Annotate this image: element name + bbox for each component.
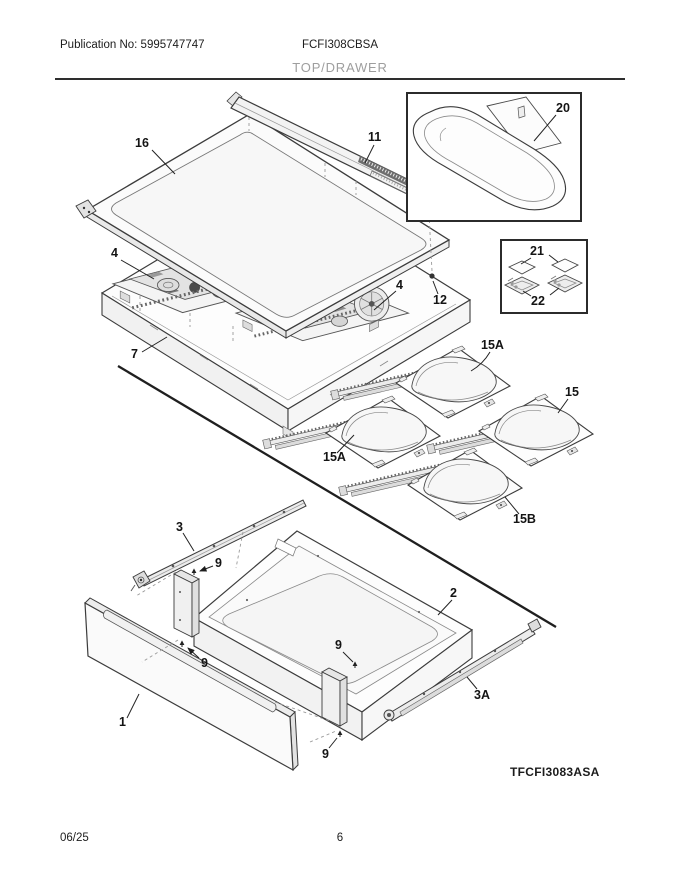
- callout-screw-front-bottom: 9: [322, 747, 329, 761]
- callout-module-right: 4: [396, 278, 403, 292]
- callout-drawer-body: 2: [450, 586, 457, 600]
- callout-screw-rail-top: 9: [215, 556, 222, 570]
- callout-drawer-front-panel: 1: [119, 715, 126, 729]
- insulator-top: [395, 345, 511, 419]
- callout-base-pan: 7: [131, 347, 138, 361]
- callout-burner-cap: 22: [531, 294, 545, 308]
- callout-rear-trim: 11: [368, 130, 381, 144]
- publication-number: Publication No: 5995747747: [60, 39, 205, 51]
- callout-module-left: 4: [111, 246, 118, 260]
- callout-screw-maintop: 12: [433, 293, 447, 307]
- drawing-code: TFCFI3083ASA: [510, 765, 600, 779]
- callout-drawer-rail-left: 3: [176, 520, 183, 534]
- burner-cap-left: [503, 276, 541, 295]
- callout-insulator-left: 15A: [323, 450, 346, 464]
- glass-maintop: [75, 113, 451, 339]
- callout-insulator-top: 15A: [481, 338, 504, 352]
- callout-screw-body-right: 9: [335, 638, 342, 652]
- drawer-body: [173, 530, 474, 742]
- simmer-plate-right: [550, 258, 580, 273]
- section-title: TOP/DRAWER: [292, 60, 388, 75]
- screw-rail-top-glyph: [191, 567, 197, 576]
- callout-insulator-bottom: 15B: [513, 512, 536, 526]
- model-number: FCFI308CBSA: [301, 39, 379, 51]
- footer-page-number: 6: [336, 832, 344, 844]
- drawer-front-panel: [84, 597, 299, 772]
- simmer-plate-left: [507, 260, 537, 275]
- burner-cap-right: [546, 274, 584, 293]
- griddle-inset-box: [406, 92, 582, 222]
- callout-glass-maintop: 16: [135, 136, 149, 150]
- drawer-rail-left: [130, 499, 307, 592]
- callout-drawer-rail-right: 3A: [474, 688, 490, 702]
- screw-maintop: [428, 213, 435, 279]
- insulator-bottom: [407, 447, 523, 521]
- insulator-right: [478, 393, 594, 467]
- footer-date: 06/25: [60, 832, 89, 844]
- callout-screw-front-left: 9: [201, 656, 208, 670]
- caps-inset-box: [500, 239, 588, 314]
- drawer-rail-right: [383, 618, 542, 722]
- callout-griddle-inset: 20: [556, 101, 570, 115]
- screw-front-left-glyph: [179, 639, 185, 648]
- callout-simmer-plate: 21: [530, 244, 544, 258]
- leader-lines: [120, 114, 569, 749]
- screw-front-bottom-glyph: [337, 729, 343, 738]
- header-rule: [55, 78, 625, 80]
- callout-insulator-right: 15: [565, 385, 579, 399]
- section-divider-line: [117, 365, 557, 628]
